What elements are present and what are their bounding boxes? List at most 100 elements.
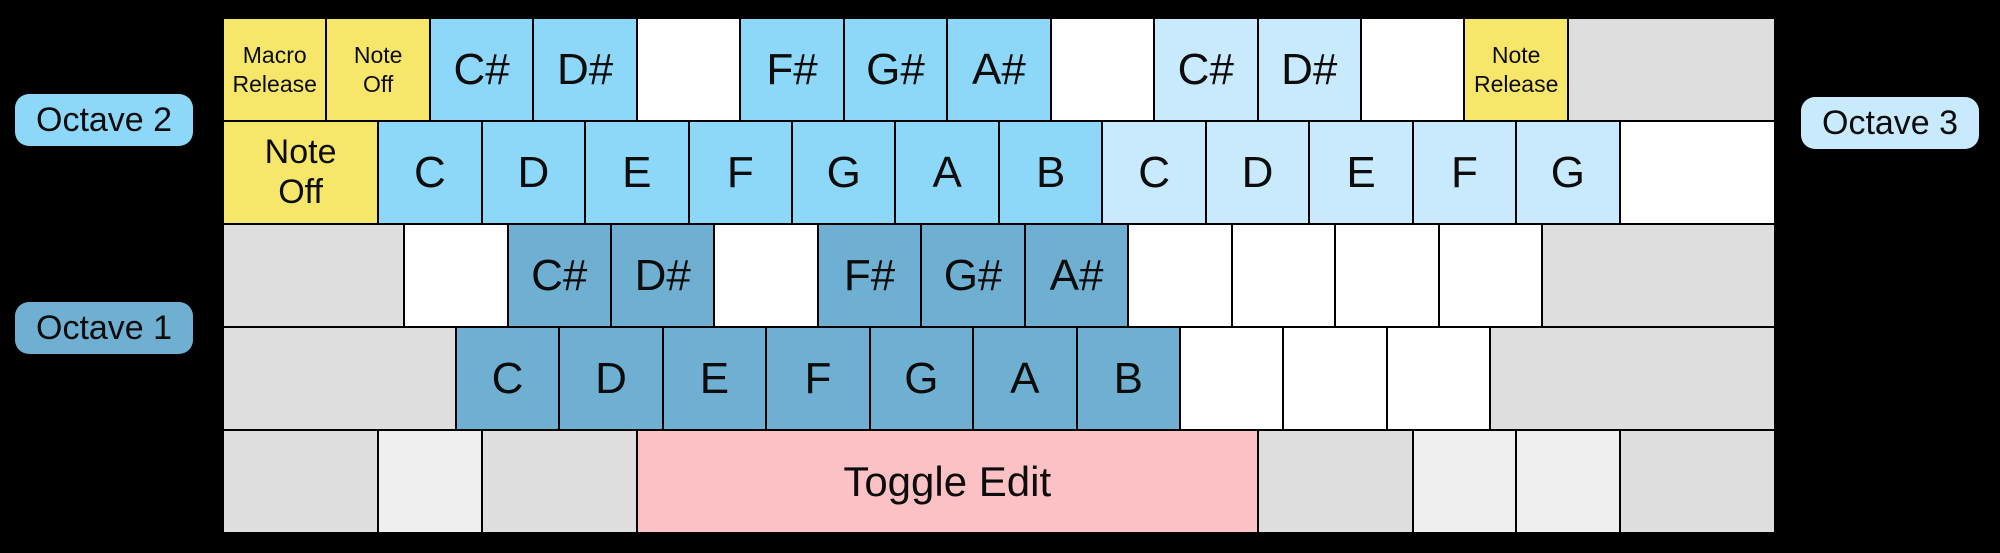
note-f-sharp-1-key-label: F# bbox=[843, 250, 896, 300]
note-c-sharp-3-key-label: C# bbox=[1177, 44, 1234, 94]
note-g-2-key-label: G bbox=[826, 147, 861, 197]
note-c-3-key[interactable]: C bbox=[1102, 121, 1206, 224]
macro-release-key-label: Macro Release bbox=[232, 42, 317, 97]
note-c-3-key-label: C bbox=[1138, 147, 1170, 197]
special-blank-key bbox=[223, 327, 456, 430]
note-g-3-key-label: G bbox=[1550, 147, 1586, 197]
special-blank-key bbox=[1257, 430, 1413, 533]
octave-2-label: Octave 2 bbox=[15, 94, 194, 146]
special-blank-key-light bbox=[1516, 430, 1620, 533]
note-d-3-key-label: D bbox=[1241, 147, 1274, 197]
special-blank-key bbox=[223, 224, 405, 327]
note-f-sharp-1-key[interactable]: F# bbox=[817, 224, 922, 327]
note-off-wide-key-label: Note Off bbox=[264, 133, 337, 211]
note-b-1-key-label: B bbox=[1113, 353, 1143, 403]
note-c-sharp-1-key[interactable]: C# bbox=[507, 224, 611, 327]
note-release-key[interactable]: Note Release bbox=[1464, 18, 1568, 121]
note-a-sharp-2-key[interactable]: A# bbox=[947, 18, 1051, 121]
home-row: C# D# F# G# A# bbox=[223, 224, 1775, 327]
note-d-1-key-label: D bbox=[595, 353, 627, 403]
note-d-sharp-1-key[interactable]: D# bbox=[610, 224, 715, 327]
number-row: Macro Release Note Off C# D# F# G# A# C# D# Note … bbox=[223, 18, 1775, 121]
note-off-key[interactable]: Note Off bbox=[326, 18, 430, 121]
note-off-key-label: Note Off bbox=[353, 42, 403, 97]
note-f-sharp-2-key-label: F# bbox=[766, 44, 818, 94]
note-c-sharp-3-key[interactable]: C# bbox=[1154, 18, 1258, 121]
note-b-2-key[interactable]: B bbox=[998, 121, 1103, 224]
macro-release-key[interactable]: Macro Release bbox=[223, 18, 327, 121]
note-g-sharp-1-key[interactable]: G# bbox=[921, 224, 1025, 327]
note-a-1-key[interactable]: A bbox=[973, 327, 1077, 430]
note-a-sharp-2-key-label: A# bbox=[971, 44, 1026, 94]
unmapped-key bbox=[1335, 224, 1439, 327]
note-f-3-key-label: F bbox=[1451, 147, 1478, 197]
note-a-sharp-1-key-label: A# bbox=[1049, 250, 1104, 300]
note-f-sharp-2-key[interactable]: F# bbox=[740, 18, 844, 121]
toggle-edit-key-label: Toggle Edit bbox=[843, 457, 1052, 505]
special-blank-key bbox=[223, 430, 379, 533]
unmapped-key bbox=[1386, 327, 1491, 430]
note-c-1-key-label: C bbox=[491, 353, 524, 403]
special-blank-key bbox=[481, 430, 637, 533]
note-e-1-key[interactable]: E bbox=[662, 327, 767, 430]
note-a-sharp-1-key[interactable]: A# bbox=[1024, 224, 1129, 327]
note-c-sharp-2-key[interactable]: C# bbox=[429, 18, 534, 121]
note-e-3-key-label: E bbox=[1346, 147, 1376, 197]
unmapped-key bbox=[1360, 18, 1465, 121]
note-d-2-key[interactable]: D bbox=[481, 121, 586, 224]
note-e-1-key-label: E bbox=[699, 353, 730, 403]
unmapped-key bbox=[1050, 18, 1155, 121]
toggle-edit-key[interactable]: Toggle Edit bbox=[636, 430, 1258, 533]
note-e-3-key[interactable]: E bbox=[1309, 121, 1413, 224]
note-e-2-key[interactable]: E bbox=[585, 121, 689, 224]
note-d-sharp-2-key-label: D# bbox=[556, 44, 614, 94]
note-g-3-key[interactable]: G bbox=[1516, 121, 1620, 224]
special-blank-key bbox=[1542, 224, 1775, 327]
note-a-2-key[interactable]: A bbox=[895, 121, 999, 224]
note-e-2-key-label: E bbox=[622, 147, 652, 197]
unmapped-key bbox=[714, 224, 818, 327]
note-f-2-key[interactable]: F bbox=[688, 121, 792, 224]
special-blank-key bbox=[1567, 18, 1775, 121]
note-c-sharp-2-key-label: C# bbox=[453, 44, 510, 94]
note-c-sharp-1-key-label: C# bbox=[531, 250, 588, 300]
octave-1-label: Octave 1 bbox=[15, 302, 194, 354]
note-a-1-key-label: A bbox=[1010, 353, 1040, 403]
note-d-3-key[interactable]: D bbox=[1205, 121, 1310, 224]
note-b-2-key-label: B bbox=[1035, 147, 1066, 197]
unmapped-key bbox=[1283, 327, 1387, 430]
note-f-1-key-label: F bbox=[804, 353, 832, 403]
unmapped-key bbox=[1231, 224, 1336, 327]
note-g-1-key[interactable]: G bbox=[869, 327, 974, 430]
note-f-1-key[interactable]: F bbox=[766, 327, 870, 430]
special-blank-key bbox=[1490, 327, 1775, 430]
note-d-sharp-3-key[interactable]: D# bbox=[1257, 18, 1361, 121]
note-c-2-key[interactable]: C bbox=[378, 121, 482, 224]
note-b-1-key[interactable]: B bbox=[1076, 327, 1180, 430]
note-d-2-key-label: D bbox=[517, 147, 550, 197]
note-g-sharp-2-key-label: G# bbox=[866, 44, 925, 94]
note-c-1-key[interactable]: C bbox=[455, 327, 560, 430]
note-d-sharp-1-key-label: D# bbox=[634, 250, 691, 300]
unmapped-key bbox=[1128, 224, 1232, 327]
note-release-key-label: Note Release bbox=[1473, 42, 1559, 97]
note-off-wide-key[interactable]: Note Off bbox=[223, 121, 379, 224]
note-g-sharp-1-key-label: G# bbox=[943, 250, 1003, 300]
unmapped-key bbox=[1438, 224, 1543, 327]
unmapped-key bbox=[636, 18, 741, 121]
unmapped-key bbox=[1179, 327, 1284, 430]
note-g-2-key[interactable]: G bbox=[792, 121, 896, 224]
special-blank-key-light bbox=[378, 430, 482, 533]
note-g-1-key-label: G bbox=[904, 353, 939, 403]
note-a-2-key-label: A bbox=[932, 147, 962, 197]
note-d-1-key[interactable]: D bbox=[559, 327, 663, 430]
note-f-3-key[interactable]: F bbox=[1412, 121, 1517, 224]
unmapped-key bbox=[1619, 121, 1775, 224]
note-d-sharp-2-key[interactable]: D# bbox=[533, 18, 637, 121]
note-f-2-key-label: F bbox=[726, 147, 754, 197]
note-g-sharp-2-key[interactable]: G# bbox=[843, 18, 948, 121]
